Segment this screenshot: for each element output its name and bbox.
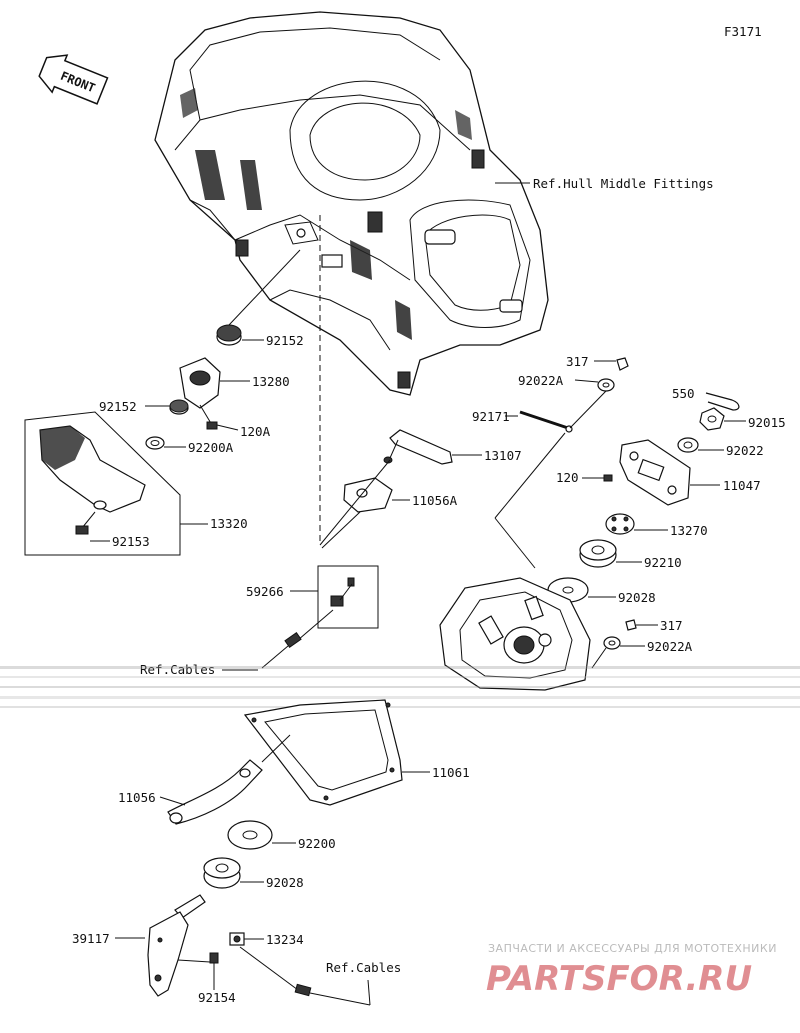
label-317-lower: 317 — [660, 618, 683, 633]
cable-upper — [222, 609, 334, 671]
label-39117: 39117 — [72, 931, 110, 946]
nut-92015 — [699, 407, 746, 431]
arm-11056 — [159, 734, 291, 825]
label-11056: 11056 — [118, 790, 156, 805]
washer-92022a-lower — [591, 636, 645, 669]
label-11056a: 11056A — [412, 493, 458, 508]
label-92210: 92210 — [644, 555, 682, 570]
washer-92200 — [227, 820, 296, 850]
bolt-120 — [582, 474, 613, 482]
label-13234: 13234 — [266, 932, 304, 947]
label-120a: 120A — [240, 424, 271, 439]
joint-59266 — [290, 565, 379, 629]
rod-92171 — [505, 410, 573, 433]
label-92022a-lower: 92022A — [647, 639, 693, 654]
label-92015: 92015 — [748, 415, 786, 430]
washer-92200a — [145, 436, 186, 450]
label-92152-lower: 92152 — [99, 399, 137, 414]
label-92022a-top: 92022A — [518, 373, 564, 388]
hull-drawing — [154, 11, 549, 545]
label-13107: 13107 — [484, 448, 522, 463]
screw-92154 — [209, 952, 219, 990]
cover-13320-group — [24, 411, 208, 556]
label-13280: 13280 — [252, 374, 290, 389]
label-120: 120 — [556, 470, 579, 485]
label-92200a: 92200A — [188, 440, 234, 455]
plate-13270 — [605, 513, 668, 535]
steering-housing — [439, 432, 591, 691]
label-92152-top: 92152 — [266, 333, 304, 348]
shaft-39117 — [115, 894, 211, 997]
label-317-top: 317 — [566, 354, 589, 369]
gasket-11061 — [243, 699, 430, 806]
label-13320: 13320 — [210, 516, 248, 531]
label-59266: 59266 — [246, 584, 284, 599]
label-92153: 92153 — [112, 534, 150, 549]
label-92028-lower: 92028 — [266, 875, 304, 890]
lever-13107 — [383, 429, 482, 465]
pin-550 — [705, 392, 740, 411]
fitting-13234 — [229, 932, 371, 1006]
housing-13280 — [179, 357, 250, 426]
collar-92210 — [579, 539, 642, 568]
ref-cables-lower: Ref.Cables — [326, 960, 401, 975]
label-13270: 13270 — [670, 523, 708, 538]
watermark-tagline: ЗАПЧАСТИ И АКСЕССУАРЫ ДЛЯ МОТОТЕХНИКИ — [488, 942, 777, 955]
collar-92028-lower — [203, 857, 264, 889]
grommet-92152-lower — [145, 399, 189, 415]
figure-code: F3171 — [724, 24, 762, 39]
washer-92022a-top — [569, 378, 615, 429]
scan-noise-band — [0, 666, 800, 708]
label-11047: 11047 — [723, 478, 761, 493]
ref-cables-upper: Ref.Cables — [140, 662, 215, 677]
nut-317-top — [594, 357, 629, 371]
label-92200: 92200 — [298, 836, 336, 851]
label-11061: 11061 — [432, 765, 470, 780]
front-arrow-icon: FRONT — [38, 54, 109, 105]
label-92022: 92022 — [726, 443, 764, 458]
bracket-11047 — [619, 439, 720, 506]
label-92154: 92154 — [198, 990, 236, 1005]
bolt-120a — [206, 421, 239, 431]
label-92171: 92171 — [472, 409, 510, 424]
label-92028-upper: 92028 — [618, 590, 656, 605]
watermark-brand: PARTSFOR.RU — [486, 959, 752, 999]
plate-11056a — [343, 477, 410, 513]
nut-317-lower — [625, 619, 658, 631]
washer-92022 — [677, 437, 724, 453]
label-550: 550 — [672, 386, 695, 401]
grommet-92152-top — [216, 249, 301, 346]
ref-hull-middle-fittings: Ref.Hull Middle Fittings — [533, 176, 714, 191]
